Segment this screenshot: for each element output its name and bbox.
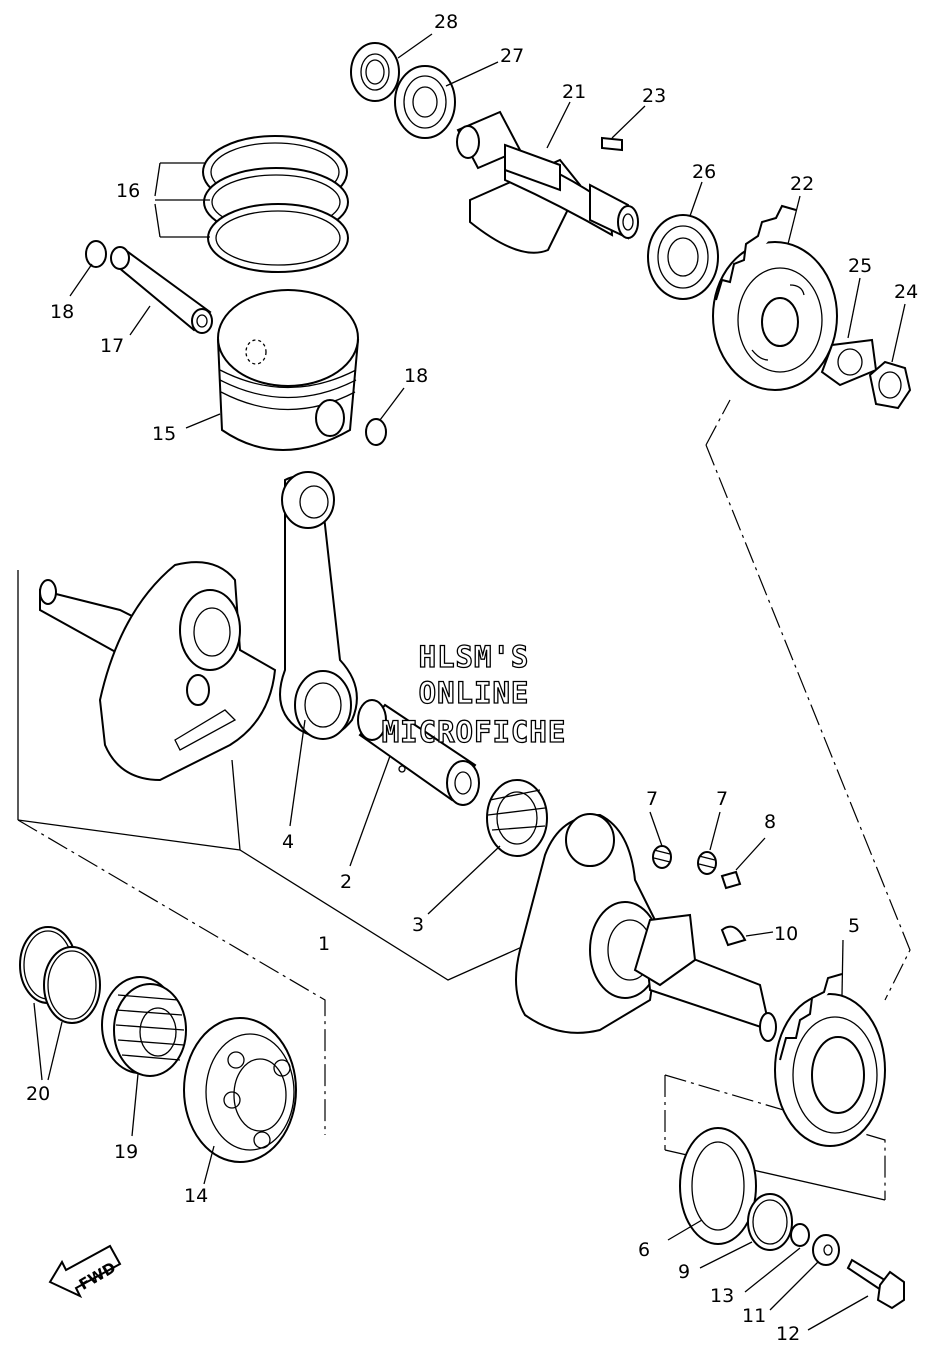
callout-18-right: 18: [404, 365, 428, 387]
pin-part-8: [720, 870, 742, 890]
connecting-rod-part-4: [279, 471, 358, 740]
balancer-gear-part-22: [712, 204, 838, 391]
crank-wheel-right: [515, 813, 777, 1042]
callout-14: 14: [184, 1185, 208, 1207]
piston-part-15: [216, 289, 360, 451]
bearing-part-14: [183, 1017, 297, 1163]
callout-25: 25: [848, 255, 872, 277]
spring-part-7-left: [652, 845, 672, 869]
callout-9: 9: [678, 1261, 690, 1283]
watermark-line-2: ONLINE: [419, 676, 530, 710]
fwd-arrow-icon: FWD: [48, 1244, 122, 1299]
nut-part-24: [868, 360, 912, 410]
crankshaft-assembly-outline: [17, 570, 561, 1135]
washer-part-11: [812, 1234, 840, 1266]
bearing-part-26: [647, 214, 719, 300]
oil-seal-part-28: [350, 42, 400, 102]
callout-24: 24: [894, 281, 918, 303]
callout-10: 10: [774, 923, 798, 945]
crank-wheel-left: [39, 561, 277, 782]
circlip-part-18-right: [365, 418, 387, 446]
callout-20: 20: [26, 1083, 50, 1105]
callout-16: 16: [116, 180, 140, 202]
lock-washer-part-25: [820, 338, 878, 387]
callout-11: 11: [742, 1305, 766, 1327]
bearing-part-27: [394, 65, 456, 139]
callout-12: 12: [776, 1323, 800, 1345]
piston-pin-part-17: [110, 246, 213, 334]
callout-15: 15: [152, 423, 176, 445]
callout-4: 4: [282, 831, 294, 853]
circlip-part-9: [747, 1193, 793, 1251]
watermark: HLSM'S ONLINE MICROFICHE: [381, 639, 567, 749]
woodruff-key-part-10: [720, 925, 747, 947]
callout-18-left: 18: [50, 301, 74, 323]
balancer-drive-gear-part-5: [774, 973, 886, 1147]
watermark-line-3: MICROFICHE: [382, 715, 567, 749]
timing-gear-part-19: [101, 976, 187, 1077]
callout-23: 23: [642, 85, 666, 107]
callout-26: 26: [692, 161, 716, 183]
balancer-assembly-outline: [664, 399, 911, 1201]
callout-27: 27: [500, 45, 524, 67]
needle-bearing-part-3: [486, 779, 548, 857]
callout-19: 19: [114, 1141, 138, 1163]
callout-17: 17: [100, 335, 124, 357]
callout-2: 2: [340, 871, 352, 893]
callout-21: 21: [562, 81, 586, 103]
callout-6: 6: [638, 1239, 650, 1261]
circlip-part-18-left: [85, 240, 107, 268]
callout-22: 22: [790, 173, 814, 195]
spring-part-7-right: [697, 851, 717, 875]
callout-8: 8: [764, 811, 776, 833]
callout-28: 28: [434, 11, 458, 33]
callout-3: 3: [412, 914, 424, 936]
callout-labels: 28 27 21 23 26 22 25 24 16 18 17 15 18 4…: [26, 11, 918, 1345]
bolt-part-12: [846, 1258, 905, 1310]
callout-13: 13: [710, 1285, 734, 1307]
callout-1: 1: [318, 933, 330, 955]
shims-part-20: [19, 926, 101, 1024]
leader-lines: [33, 33, 906, 1331]
balancer-shaft-part-21: [456, 110, 639, 254]
callout-7-right: 7: [716, 788, 728, 810]
watermark-line-1: HLSM'S: [419, 640, 530, 674]
piston-rings-part-16: [202, 135, 349, 273]
callout-5: 5: [848, 915, 860, 937]
key-part-23: [601, 136, 623, 152]
crank-pin-part-2: [357, 699, 480, 806]
callout-7-left: 7: [646, 788, 658, 810]
plate-part-6: [679, 1127, 757, 1245]
o-ring-part-13: [790, 1223, 810, 1247]
